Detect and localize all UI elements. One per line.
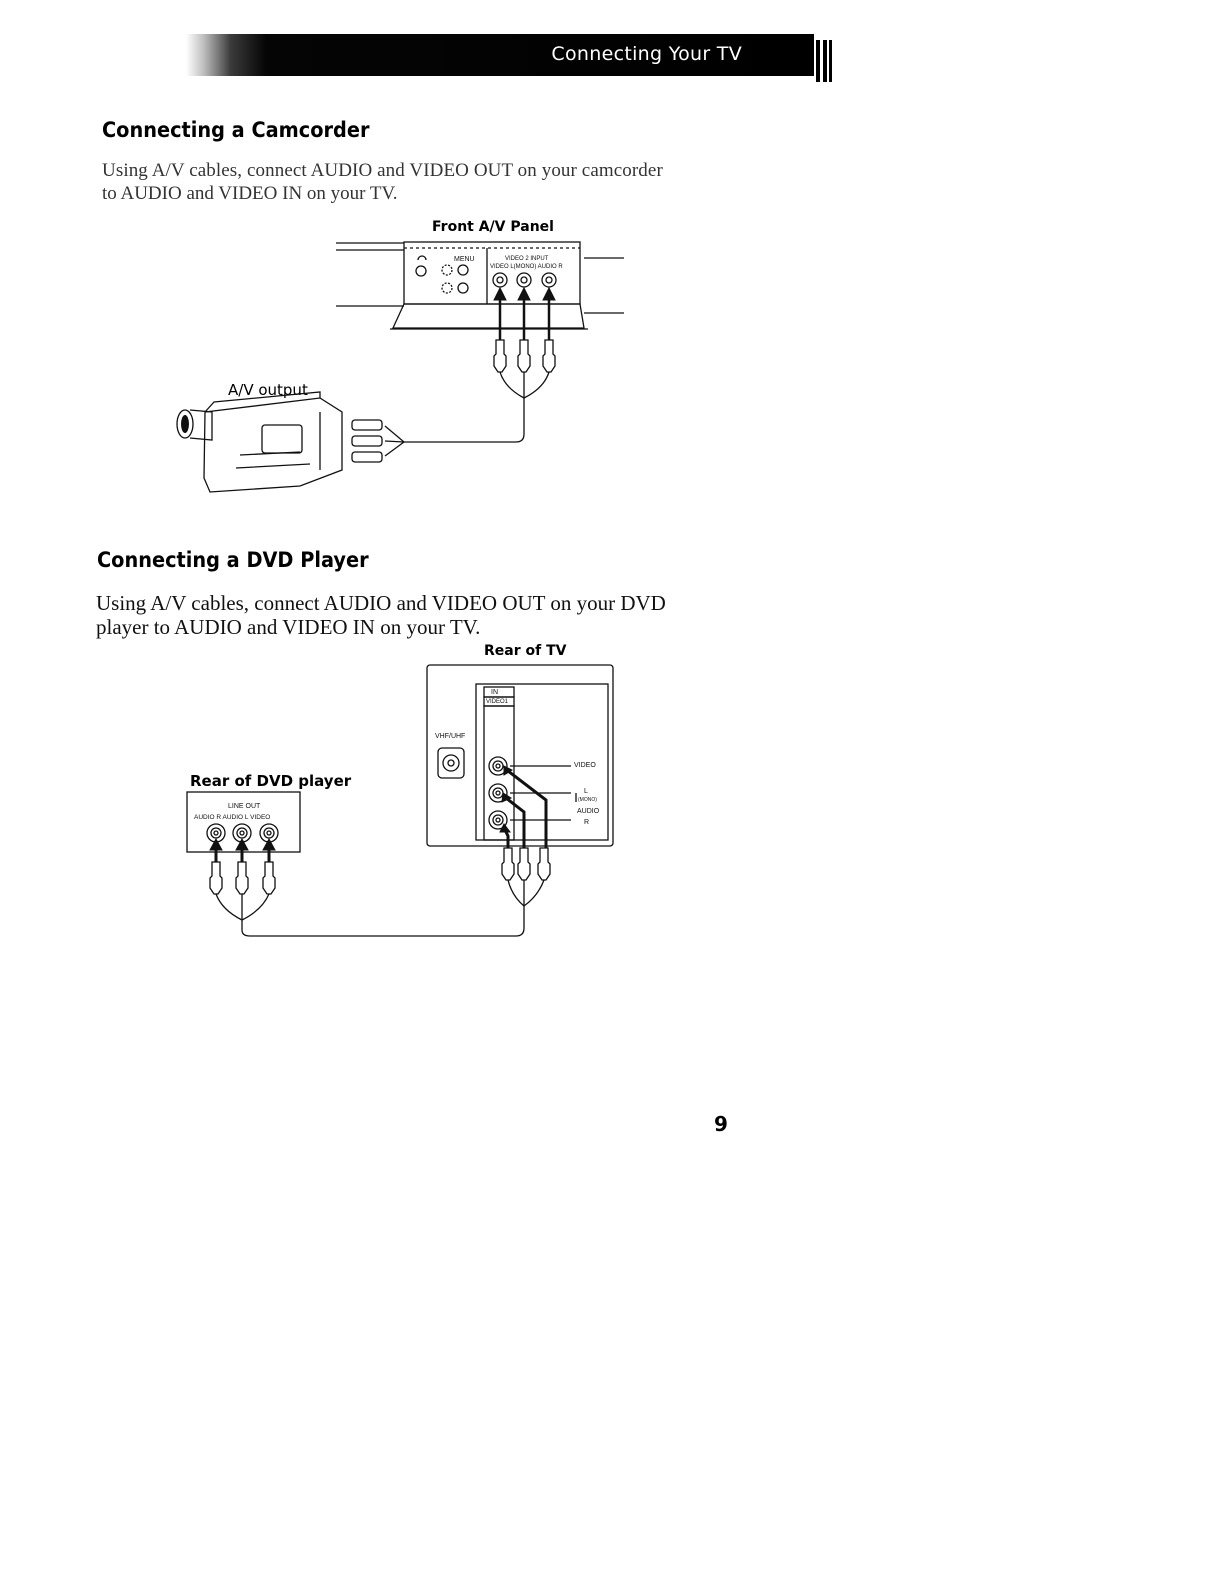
- line-out-label: LINE OUT: [228, 803, 261, 810]
- tv-l-label: L: [584, 788, 588, 795]
- video1-label: VIDEO1: [486, 699, 509, 705]
- camcorder-diagram: [176, 241, 624, 493]
- tv-r-label: R: [584, 819, 590, 826]
- video2-input-label: VIDEO 2 INPUT: [505, 256, 549, 262]
- player-jacks-label: AUDIO R AUDIO L VIDEO: [194, 814, 271, 821]
- tv-video-label: VIDEO: [574, 762, 596, 769]
- section-header-bar: Connecting Your TV: [186, 34, 814, 76]
- dvd-heading: Connecting a DVD Player: [97, 548, 369, 572]
- vhf-uhf-label: VHF/UHF: [435, 733, 466, 740]
- rear-of-dvd-player-label: Rear of DVD player: [190, 772, 352, 790]
- tv-audio-label: AUDIO: [577, 808, 600, 815]
- page-edge-marks: [816, 40, 836, 82]
- dvd-body-line-2: player to AUDIO and VIDEO IN on your TV.: [96, 615, 481, 639]
- dvd-body-line-1: Using A/V cables, connect AUDIO and VIDE…: [96, 591, 666, 615]
- in-label: IN: [491, 689, 498, 696]
- page-number: 9: [714, 1112, 728, 1136]
- camcorder-heading: Connecting a Camcorder: [102, 118, 370, 142]
- front-jack-labels: VIDEO L(MONO) AUDIO R: [490, 264, 563, 270]
- section-title: Connecting Your TV: [551, 43, 742, 65]
- front-av-panel-label: Front A/V Panel: [432, 219, 554, 235]
- camcorder-body-line-2: to AUDIO and VIDEO IN on your TV.: [102, 183, 398, 204]
- menu-label: MENU: [454, 256, 475, 263]
- tv-mono-label: (MONO): [578, 797, 597, 803]
- camcorder-body-line-1: Using A/V cables, connect AUDIO and VIDE…: [102, 160, 663, 181]
- dvd-diagram: [186, 664, 614, 937]
- rear-of-tv-label: Rear of TV: [484, 643, 567, 659]
